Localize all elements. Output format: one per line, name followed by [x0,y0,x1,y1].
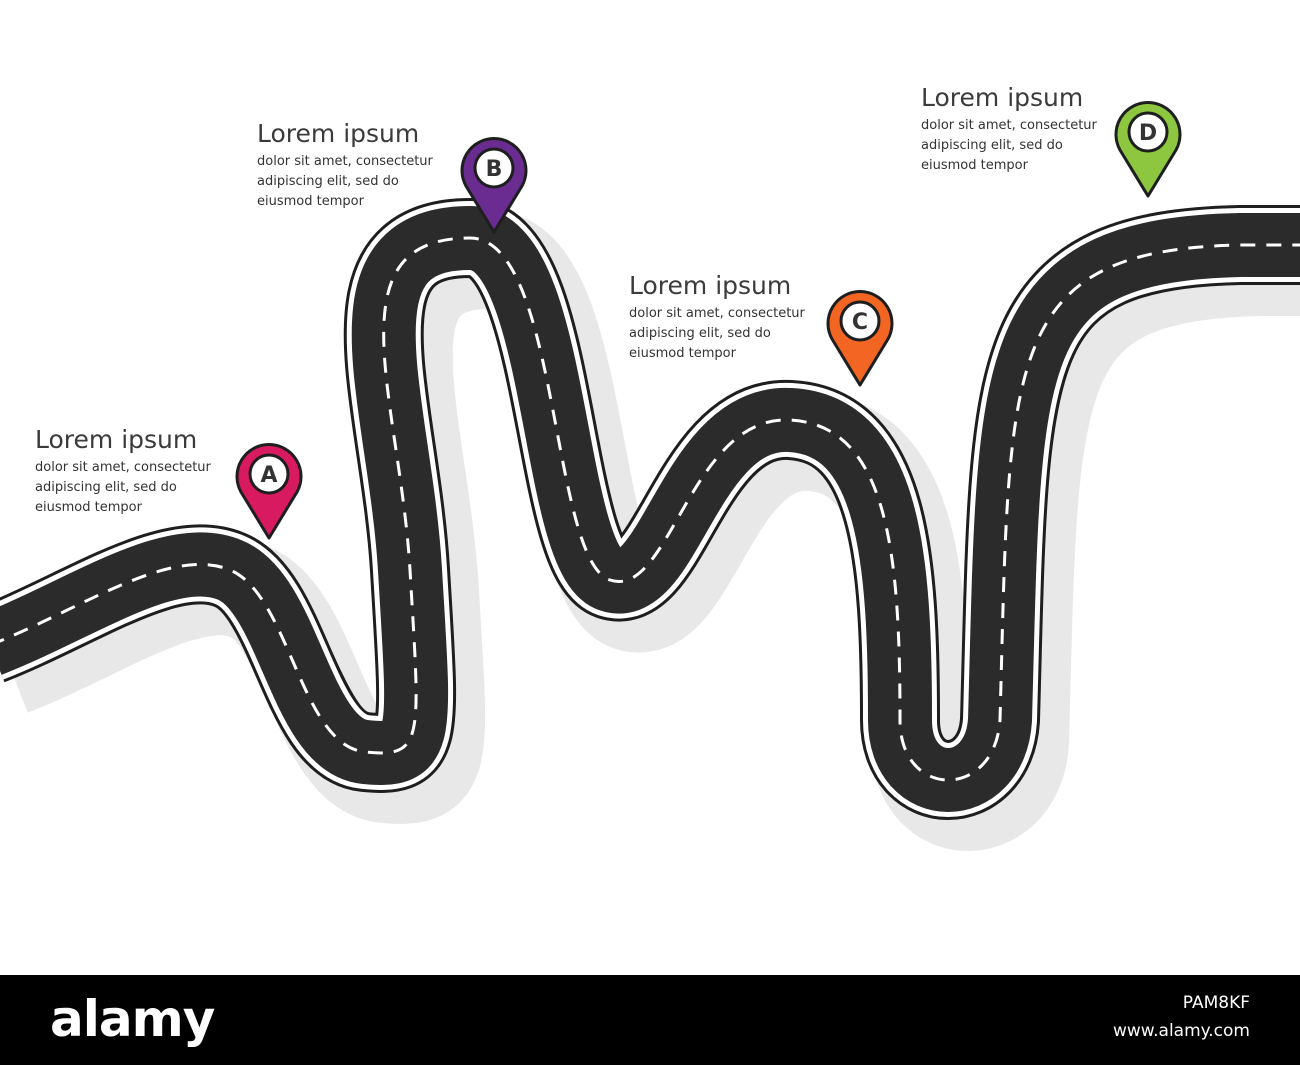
step-b-text: Lorem ipsum dolor sit amet, consectetur … [257,119,433,212]
step-b-description: dolor sit amet, consectetur adipiscing e… [257,152,433,212]
map-pin-a-icon: A [235,443,303,540]
step-a-line: eiusmod tempor [35,500,142,515]
step-a-text: Lorem ipsum dolor sit amet, consectetur … [35,425,211,518]
step-b-line: eiusmod tempor [257,194,364,209]
pin-letter-d: D [1139,121,1157,146]
road-lane-markings [0,236,1300,782]
step-a-title: Lorem ipsum [35,425,198,454]
pin-letter-a: A [260,463,277,488]
brand-logo: alamy [50,990,215,1048]
step-a-line: dolor sit amet, consectetur [35,460,211,475]
step-c-line: adipiscing elit, sed do [629,326,771,341]
step-b-line: dolor sit amet, consectetur [257,154,433,169]
step-d-line: eiusmod tempor [921,158,1028,173]
map-pin-b-icon: B [460,137,528,234]
step-c-text: Lorem ipsum dolor sit amet, consectetur … [629,271,805,364]
step-d-title: Lorem ipsum [921,83,1084,112]
step-d-line: dolor sit amet, consectetur [921,118,1097,133]
step-c-title: Lorem ipsum [629,271,792,300]
step-c-line: dolor sit amet, consectetur [629,306,805,321]
step-d-line: adipiscing elit, sed do [921,138,1063,153]
step-d-text: Lorem ipsum dolor sit amet, consectetur … [921,83,1097,176]
step-c-line: eiusmod tempor [629,346,736,361]
pin-center [248,453,290,495]
step-b-line: adipiscing elit, sed do [257,174,399,189]
step-d-description: dolor sit amet, consectetur adipiscing e… [921,116,1097,176]
step-a-line: adipiscing elit, sed do [35,480,177,495]
pin-letter-b: B [486,157,503,182]
pin-letter-c: C [852,310,868,335]
map-pin-d-icon: D [1114,101,1182,198]
step-c-description: dolor sit amet, consectetur adipiscing e… [629,304,805,364]
watermark-footer: alamy PAM8KF www.alamy.com [0,975,1300,1065]
pin-center [473,147,515,189]
infographic-canvas: Lorem ipsum dolor sit amet, consectetur … [0,83,1300,851]
map-pin-c-icon: C [826,290,894,387]
pin-center [1127,111,1169,153]
step-b-title: Lorem ipsum [257,119,420,148]
image-url: www.alamy.com [1112,1021,1250,1041]
step-a-description: dolor sit amet, consectetur adipiscing e… [35,458,211,518]
pin-center [839,300,881,342]
winding-road [0,198,1300,851]
image-id: PAM8KF [1182,993,1250,1013]
